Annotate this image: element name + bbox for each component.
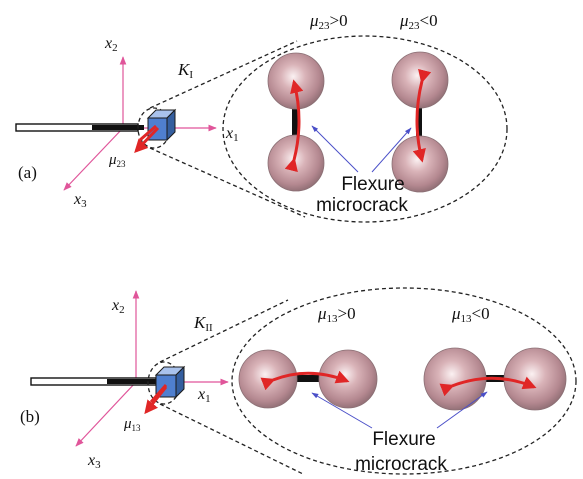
mu23-arrow-a xyxy=(134,124,160,153)
axis-label-x1-b: x1 xyxy=(197,386,211,405)
specimen-rod-a xyxy=(15,123,144,132)
dumbbell-left-a xyxy=(267,52,325,192)
sphere-icon xyxy=(318,349,378,409)
panel-label-b: (b) xyxy=(20,407,40,426)
specimen-rod-b xyxy=(30,377,159,386)
sphere-icon xyxy=(267,52,325,110)
axis-label-x2-b: x2 xyxy=(111,297,125,316)
mu-label-a: μ23 xyxy=(108,152,126,169)
mode-label-a: KI xyxy=(177,60,193,81)
condition-positive-a: μ23>0 xyxy=(309,11,348,32)
dumbbell-left-b xyxy=(238,349,378,409)
condition-negative-a: μ23<0 xyxy=(399,11,438,32)
axis-label-x3-a: x3 xyxy=(73,191,87,210)
mode-label-b: KII xyxy=(193,313,213,334)
note-line1-a: Flexure xyxy=(341,174,404,195)
dumbbell-right-a xyxy=(391,51,449,193)
axis-label-x3-b: x3 xyxy=(87,452,101,471)
panel-a: (a) x2 x1 x3 KI μ23 μ23>0 μ23<0 Flexure … xyxy=(15,11,508,223)
sphere-icon xyxy=(391,51,449,109)
note-line1-b: Flexure xyxy=(372,429,435,450)
panel-label-a: (a) xyxy=(18,163,37,182)
note-line2-a: microcrack xyxy=(316,195,408,216)
axis-label-x1-a: x1 xyxy=(225,125,239,144)
dumbbell-right-b xyxy=(423,347,567,411)
condition-positive-b: μ13>0 xyxy=(317,304,356,325)
curved-arrow-icon xyxy=(412,68,432,163)
sphere-icon xyxy=(238,349,298,409)
axis-label-x2-a: x2 xyxy=(104,35,118,54)
panel-b: (b) x2 x1 x3 KII μ13 μ13>0 μ13<0 Flexure… xyxy=(20,287,577,475)
condition-negative-b: μ13<0 xyxy=(451,304,490,325)
note-line2-b: microcrack xyxy=(355,454,447,475)
axis-x3-a xyxy=(63,127,124,191)
mu13-arrow-b xyxy=(144,384,168,415)
axis-x3-b xyxy=(75,381,137,447)
curved-arrow-icon xyxy=(260,370,350,391)
guide-arrows-a xyxy=(311,125,412,173)
mu-label-b: μ13 xyxy=(123,416,141,433)
curved-arrow-icon xyxy=(439,376,537,397)
guide-arrows-b xyxy=(311,391,488,429)
magnifier-outline-b xyxy=(147,287,577,475)
curved-arrow-icon xyxy=(284,79,304,173)
